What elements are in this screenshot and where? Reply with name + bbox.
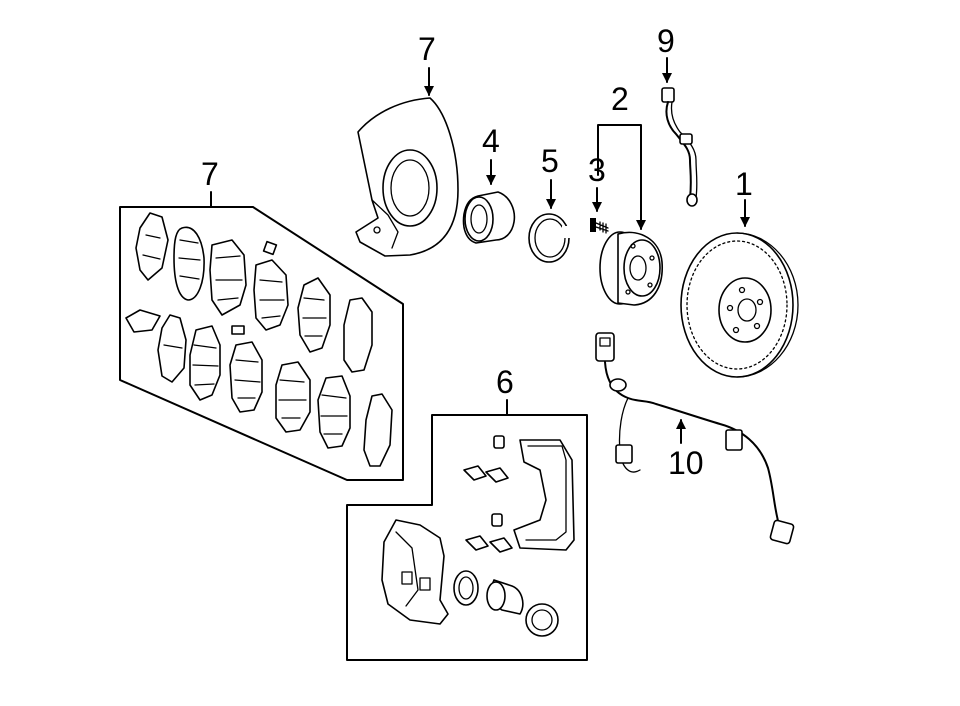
dust-boot [525, 603, 559, 637]
brake-pad [229, 341, 263, 413]
brake-pad [189, 325, 221, 401]
brake-pad [157, 314, 187, 383]
brake-pad [209, 239, 247, 316]
caliper-kit-panel [346, 414, 588, 661]
piston-seal [453, 570, 479, 606]
brake-pad [275, 361, 311, 433]
callout-label-1: 1 [735, 166, 753, 202]
caliper-piston [486, 579, 524, 615]
pad-shim [125, 309, 161, 333]
snap-ring [528, 213, 570, 263]
pad-clips [463, 465, 513, 553]
splash-shield [355, 97, 459, 257]
pad-clip [231, 325, 245, 335]
callout-label-6: 6 [496, 364, 514, 400]
brake-pad [253, 240, 289, 331]
callout-label-2: 2 [611, 81, 629, 117]
callout-label-4: 4 [482, 123, 500, 159]
caliper-bracket [513, 439, 575, 551]
guide-pin-boot [491, 435, 505, 527]
pad-kit-panel [119, 206, 404, 481]
brake-pad [317, 375, 351, 449]
brake-pad [297, 277, 331, 353]
hub-bolt [590, 218, 609, 234]
brake-rotor [680, 232, 799, 378]
callout-label-8: 7 [418, 31, 436, 67]
leader-lines [210, 57, 750, 444]
wheel-hub [599, 231, 663, 306]
callout-label-5: 5 [541, 143, 559, 179]
brake-pad [173, 226, 205, 301]
brake-hose [661, 87, 698, 207]
callout-label-10: 10 [668, 445, 704, 481]
callout-label-7: 7 [201, 156, 219, 192]
callout-label-9: 9 [657, 23, 675, 59]
callout-label-3: 3 [588, 152, 606, 188]
wheel-bearing [462, 191, 516, 244]
brake-pad [135, 212, 169, 281]
brake-pad [343, 297, 373, 373]
brake-pad [363, 393, 393, 467]
caliper-housing [381, 519, 449, 625]
abs-sensor [595, 332, 795, 545]
